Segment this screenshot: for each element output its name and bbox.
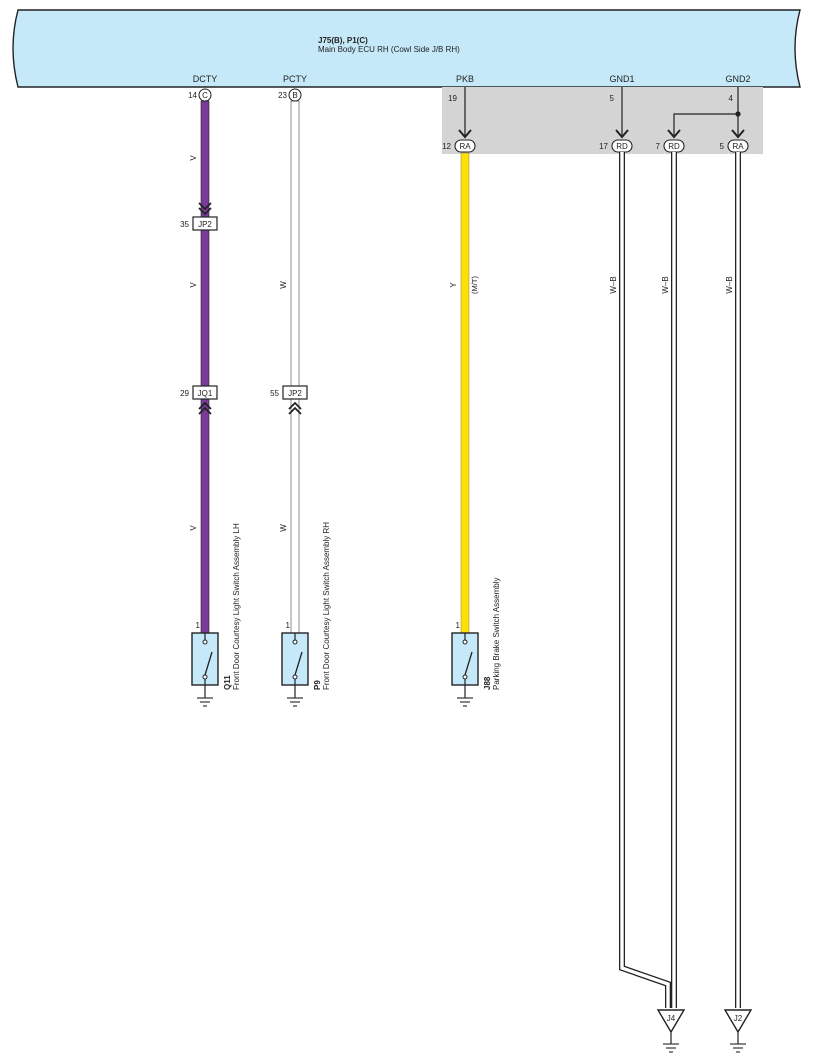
connector-ra-pkb bbox=[454, 139, 476, 153]
component-name-q11: Front Door Courtesy Light Switch Assembl… bbox=[232, 523, 241, 690]
joint-jp2-mid bbox=[282, 385, 308, 400]
connector-b bbox=[288, 88, 302, 102]
terminal-pcty: PCTY bbox=[283, 74, 307, 84]
ecu-name: Main Body ECU RH (Cowl Side J/B RH) bbox=[318, 45, 460, 54]
component-name-j88: Parking Brake Switch Assembly bbox=[492, 578, 501, 691]
connector-c bbox=[198, 88, 212, 102]
q11-pin: 1 bbox=[196, 621, 201, 630]
pin-4: 4 bbox=[729, 94, 734, 103]
ecu-code: J75(B), P1(C) bbox=[318, 36, 368, 45]
wire-color-v: V bbox=[189, 155, 198, 161]
p9-pin: 1 bbox=[286, 621, 291, 630]
joint-jp2-top-label: JP2 bbox=[198, 220, 212, 229]
inline-arrow bbox=[198, 401, 212, 415]
pin-23: 23 bbox=[278, 91, 287, 100]
arrow-down bbox=[615, 129, 629, 139]
wire-white bbox=[290, 100, 300, 634]
wire-yellow bbox=[460, 152, 470, 634]
ground-icon bbox=[287, 697, 303, 707]
joint-jp2-mid-label: JP2 bbox=[288, 389, 302, 398]
arrow-down bbox=[731, 129, 745, 139]
wire-color-wb: W–B bbox=[725, 276, 734, 293]
connector-b-label: B bbox=[292, 91, 297, 100]
joint-jq1 bbox=[192, 385, 218, 400]
connector-rd-mid-label: RD bbox=[668, 142, 680, 151]
wire-color-v: V bbox=[189, 525, 198, 531]
terminal-gnd1: GND1 bbox=[609, 74, 634, 84]
pin-7: 7 bbox=[656, 142, 661, 151]
component-code-q11: Q11 bbox=[223, 675, 232, 690]
connector-c-label: C bbox=[202, 91, 208, 100]
wire-color-y: Y bbox=[449, 282, 458, 288]
wire-color-w: W bbox=[279, 281, 288, 289]
arrow-down bbox=[458, 129, 472, 139]
pin-19: 19 bbox=[448, 94, 457, 103]
ecu-box bbox=[12, 9, 801, 88]
connector-ra-gnd2-label: RA bbox=[732, 142, 744, 151]
pin-17: 17 bbox=[599, 142, 608, 151]
ground-point-j4-label: J4 bbox=[667, 1014, 676, 1023]
terminal-pkb: PKB bbox=[456, 74, 474, 84]
ground-icon bbox=[730, 1043, 746, 1053]
inline-arrow bbox=[198, 202, 212, 216]
wire-color-w: W bbox=[279, 524, 288, 532]
pin-14: 14 bbox=[188, 91, 197, 100]
joint-jp2-top bbox=[192, 216, 218, 231]
wire-note-mt: (M/T) bbox=[470, 276, 479, 294]
wire-color-wb: W–B bbox=[661, 276, 670, 293]
component-code-p9: P9 bbox=[313, 680, 322, 690]
ground-icon bbox=[663, 1043, 679, 1053]
ground-point-j4 bbox=[656, 1009, 686, 1034]
arrow-down bbox=[667, 129, 681, 139]
junction-block bbox=[442, 87, 763, 154]
joint-jq1-pin: 29 bbox=[180, 389, 189, 398]
wire-color-wb: W–B bbox=[609, 276, 618, 293]
pin-12: 12 bbox=[442, 142, 451, 151]
pin-5: 5 bbox=[610, 94, 615, 103]
ground-icon bbox=[197, 697, 213, 707]
ground-point-j2 bbox=[723, 1009, 753, 1034]
wire-color-v: V bbox=[189, 282, 198, 288]
gnd-branch bbox=[673, 113, 738, 138]
terminal-gnd2: GND2 bbox=[725, 74, 750, 84]
component-name-p9: Front Door Courtesy Light Switch Assembl… bbox=[322, 522, 331, 690]
inline-arrow bbox=[288, 401, 302, 415]
terminal-dcty: DCTY bbox=[193, 74, 218, 84]
connector-ra-pkb-label: RA bbox=[459, 142, 471, 151]
pin-5-ra: 5 bbox=[720, 142, 725, 151]
joint-jq1-label: JQ1 bbox=[198, 389, 213, 398]
wire-wb-gnd1-inner bbox=[620, 152, 670, 1008]
joint-jp2-top-pin: 35 bbox=[180, 220, 189, 229]
ground-icon bbox=[457, 697, 473, 707]
wire-violet bbox=[200, 100, 210, 634]
joint-jp2-mid-pin: 55 bbox=[270, 389, 279, 398]
connector-rd-gnd1-label: RD bbox=[616, 142, 628, 151]
j88-pin: 1 bbox=[456, 621, 461, 630]
ground-point-j2-label: J2 bbox=[734, 1014, 743, 1023]
component-code-j88: J88 bbox=[483, 676, 492, 690]
